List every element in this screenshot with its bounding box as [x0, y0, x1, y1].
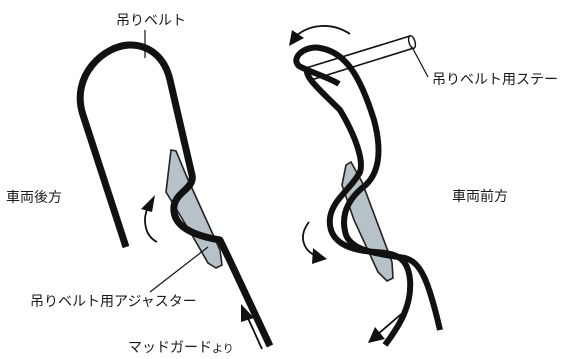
front-belt-inner: [303, 66, 414, 347]
adjuster-leader-line: [149, 246, 209, 293]
from-mudguard-suffix: より: [212, 342, 234, 355]
front-top-arrowhead: [289, 30, 304, 46]
adjuster-label: 吊りベルト用アジャスター: [30, 294, 197, 310]
stay-leader-line: [411, 46, 429, 78]
mudguard-arrow-line: [246, 315, 263, 350]
vehicle-rear-label: 車両後方: [6, 190, 62, 206]
belt-stay-label: 吊りベルト用ステー: [432, 72, 558, 88]
rear-rotation-arrowhead: [141, 195, 155, 212]
belt-stay-end: [407, 35, 417, 49]
front-top-arrow: [295, 25, 351, 37]
from-mudguard-main: マッドガード: [128, 340, 212, 356]
front-left-arrowhead: [312, 248, 327, 264]
front-bottom-arrowhead: [368, 327, 385, 343]
rear-rotation-arrow: [144, 206, 158, 243]
front-bottom-arrow-line: [377, 309, 407, 335]
front-view-group: [289, 25, 443, 347]
vehicle-front-label: 車両前方: [452, 189, 508, 205]
from-mudguard-label: マッドガードより: [128, 340, 234, 357]
mudguard-arrowhead: [241, 304, 254, 322]
hanging-belt-loop: [76, 41, 274, 348]
belt-top-label: 吊りベルト: [116, 13, 186, 29]
rear-view-group: [76, 30, 274, 350]
front-belt-outer: [293, 44, 443, 331]
